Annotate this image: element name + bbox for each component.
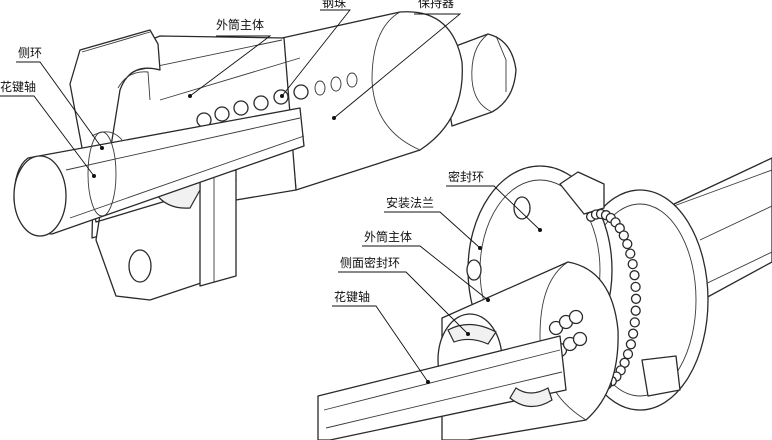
ring-ball [630, 305, 641, 316]
ring-ball [622, 238, 633, 250]
label-retainer: 保持器 [418, 0, 455, 10]
label-spline-shaft-top: 花键轴 [0, 80, 37, 94]
ring-ball [630, 281, 641, 293]
ring-ball [625, 339, 637, 350]
ring-ball [629, 317, 640, 328]
ring-ball [627, 328, 639, 339]
spline-shaft-bottom [317, 335, 567, 440]
label-outer-body-top: 外筒主体 [216, 18, 265, 32]
label-side-seal-ring: 侧面密封环 [340, 256, 401, 270]
ring-ball [629, 270, 640, 281]
ring-ball [622, 348, 634, 360]
ring-ball [627, 258, 638, 270]
assembly-bottom-right [317, 157, 772, 440]
ring-ball [625, 248, 636, 259]
label-mount-flange: 安装法兰 [386, 196, 435, 210]
label-outer-body-bottom: 外筒主体 [364, 230, 413, 244]
label-side-ring: 侧环 [18, 46, 43, 60]
label-seal-ring: 密封环 [448, 170, 485, 184]
retainer-body [281, 11, 463, 191]
label-spline-shaft-bottom: 花键轴 [334, 290, 371, 304]
leader-lines [0, 9, 542, 384]
ring-ball [618, 230, 629, 241]
assembly-top-left [13, 11, 517, 301]
label-steel-ball: 钢珠 [322, 0, 347, 10]
ball-row-bottom [548, 309, 588, 358]
ring-ball [630, 293, 642, 304]
